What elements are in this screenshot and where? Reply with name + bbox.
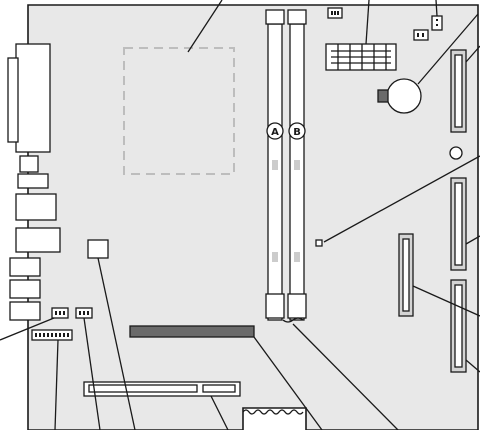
diskette-drive-connector <box>450 49 467 133</box>
io-port-small-2 <box>17 173 49 189</box>
callout-led <box>323 155 480 243</box>
callout-agp <box>253 336 323 430</box>
memory-slot-callout-brace <box>282 317 304 323</box>
callout-ide-primary <box>465 235 480 245</box>
callout-diskette <box>465 45 480 63</box>
callout-jumper <box>435 0 438 17</box>
parallel-serial-connector <box>15 43 51 153</box>
parallel-connector-shell <box>7 57 19 143</box>
memory-slot-a-label: A <box>271 127 279 138</box>
secondary-ide-connector <box>450 279 467 373</box>
callout-battery <box>417 13 479 85</box>
callout-processor <box>187 0 223 53</box>
jumper-vertical <box>431 15 443 31</box>
usb-network-connector <box>15 193 57 221</box>
jumper-small <box>413 29 429 41</box>
memory-slot-b-label-circle <box>288 122 306 140</box>
usb-connector <box>15 227 61 253</box>
callout-memory <box>292 323 399 430</box>
callout-power <box>365 0 370 45</box>
standoff-hole <box>449 146 463 160</box>
processor-socket <box>123 47 235 175</box>
callout-audio-header <box>83 317 101 430</box>
callout-speaker <box>97 257 136 430</box>
callout-ide-secondary <box>465 359 480 373</box>
standby-power-led <box>315 239 323 247</box>
callout-cd-audio <box>54 339 59 430</box>
agp-connector <box>129 325 255 338</box>
front-panel-connector <box>398 233 414 317</box>
callout-pci <box>210 395 229 430</box>
audio-jack-1 <box>9 257 41 277</box>
memory-slot-a: A <box>265 9 285 321</box>
back-panel-connectors <box>7 43 61 321</box>
main-power-connector <box>325 43 397 71</box>
primary-ide-connector <box>450 177 467 271</box>
audio-jack-2 <box>9 279 41 299</box>
system-board <box>27 4 479 430</box>
pci-connector <box>83 381 241 397</box>
memory-slot-b: B <box>287 9 307 321</box>
battery <box>377 78 422 114</box>
memory-slot-a-label-circle <box>266 122 284 140</box>
callout-front-panel <box>412 285 480 317</box>
audio-jack-3 <box>9 301 41 321</box>
io-port-small <box>19 155 39 173</box>
speaker-chip <box>87 239 109 259</box>
board-edge-detail <box>242 409 304 415</box>
callout-fan-header <box>0 317 55 341</box>
memory-slot-b-label: B <box>293 127 301 138</box>
